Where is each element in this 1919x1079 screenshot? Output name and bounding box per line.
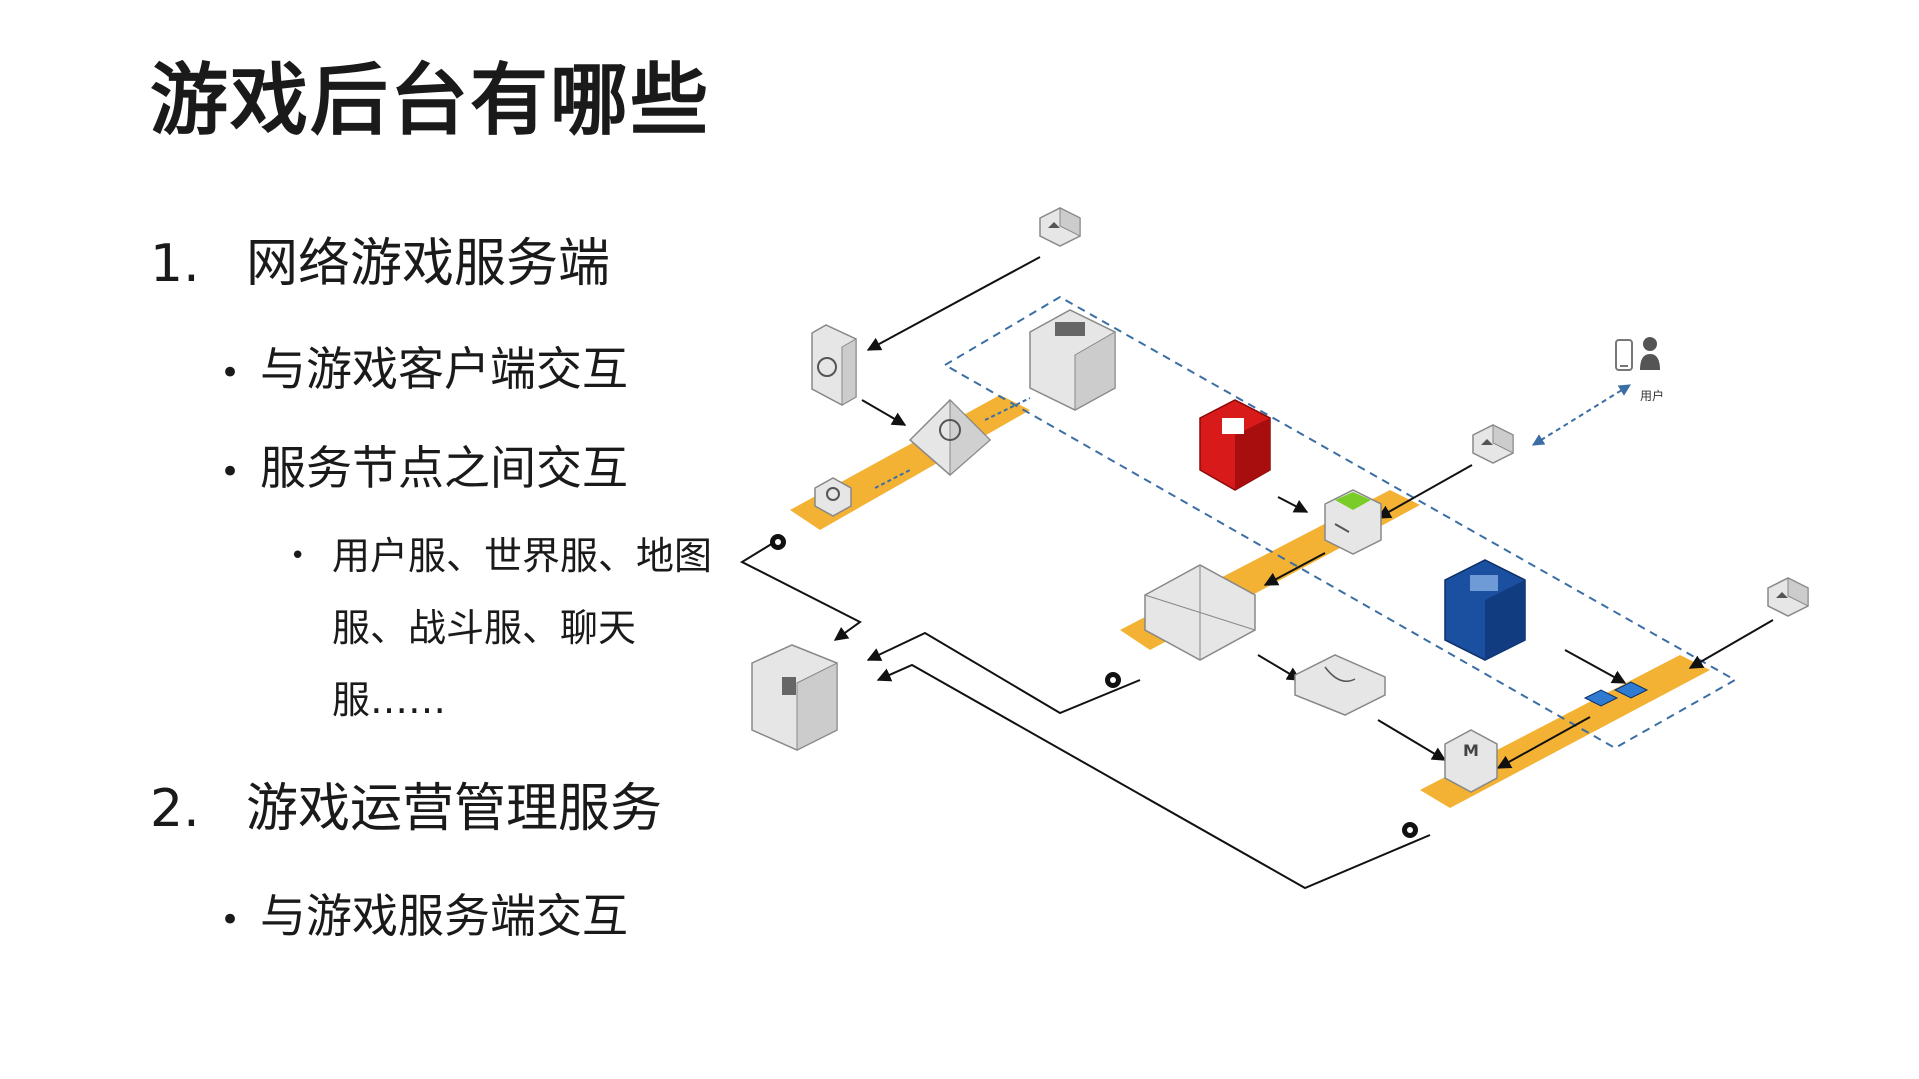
connector-node-icon xyxy=(1402,822,1418,838)
connection-line xyxy=(876,663,1431,890)
connector-node-icon xyxy=(770,534,786,550)
server-icon xyxy=(751,644,838,751)
cloud-front-icon xyxy=(1039,207,1081,247)
list-item-1-1: •与游戏客户端交互 xyxy=(220,346,628,392)
bullet-icon: • xyxy=(220,451,241,492)
monitor-icon: M xyxy=(1444,729,1498,793)
list-item-1-number: 1. xyxy=(150,234,200,294)
database-icon xyxy=(1199,399,1271,491)
user-label: 用户 xyxy=(1640,388,1664,403)
connection-line xyxy=(1257,654,1302,681)
list-item-2-number: 2. xyxy=(150,779,200,839)
compute-cluster-icon xyxy=(1144,564,1256,661)
connector-node-icon xyxy=(1105,672,1121,688)
queue-icon xyxy=(1324,489,1382,555)
bullet-icon: • xyxy=(220,352,241,393)
list-item-1-2-1: • 用户服、世界服、地图服、战斗服、聊天服…… xyxy=(290,520,720,736)
connection-line-dashed xyxy=(1531,384,1632,446)
connection-line xyxy=(1377,719,1447,761)
list-item-2-1: •与游戏服务端交互 xyxy=(220,893,628,939)
connection-line xyxy=(866,631,1141,715)
architecture-diagram: M 用户 xyxy=(739,207,1809,890)
server-icon xyxy=(811,324,857,406)
connection-line xyxy=(1564,649,1627,684)
user-icon xyxy=(1640,337,1660,370)
list-item-2-1-label: 与游戏服务端交互 xyxy=(260,889,628,943)
svg-text:M: M xyxy=(1463,741,1479,760)
connection-line xyxy=(739,539,862,641)
list-item-1-2-1-label: 用户服、世界服、地图服、战斗服、聊天服…… xyxy=(332,534,713,722)
database-icon xyxy=(1444,559,1526,661)
connection-line xyxy=(1277,496,1309,513)
service-group-boundary xyxy=(943,295,1738,750)
list-item-1-2-label: 服务节点之间交互 xyxy=(260,441,628,495)
list-item-1: 1.网络游戏服务端 xyxy=(150,238,610,290)
cloud-front-icon xyxy=(1472,424,1514,464)
queue-icon xyxy=(1583,681,1649,707)
connection-line xyxy=(861,399,907,426)
connection-line xyxy=(1688,619,1774,669)
phone-icon xyxy=(1615,339,1633,371)
cache-icon xyxy=(814,477,852,517)
storage-icon xyxy=(1294,654,1386,716)
load-balancer-icon xyxy=(908,398,992,477)
storage-icon xyxy=(1029,309,1116,411)
connection-line xyxy=(1496,716,1591,769)
list-item-2: 2.游戏运营管理服务 xyxy=(150,783,662,835)
bullet-icon: • xyxy=(290,541,306,571)
list-item-1-label: 网络游戏服务端 xyxy=(246,234,611,294)
connection-line xyxy=(1263,552,1326,586)
connection-line xyxy=(1376,464,1473,519)
cloud-front-icon xyxy=(1767,577,1809,617)
list-item-1-2: •服务节点之间交互 xyxy=(220,445,628,491)
slide-title: 游戏后台有哪些 xyxy=(150,56,711,146)
bullet-icon: • xyxy=(220,899,241,940)
list-item-1-1-label: 与游戏客户端交互 xyxy=(260,342,628,396)
connection-line-dashed xyxy=(984,397,1031,421)
connection-line xyxy=(866,256,1041,351)
list-item-2-label: 游戏运营管理服务 xyxy=(246,779,663,839)
